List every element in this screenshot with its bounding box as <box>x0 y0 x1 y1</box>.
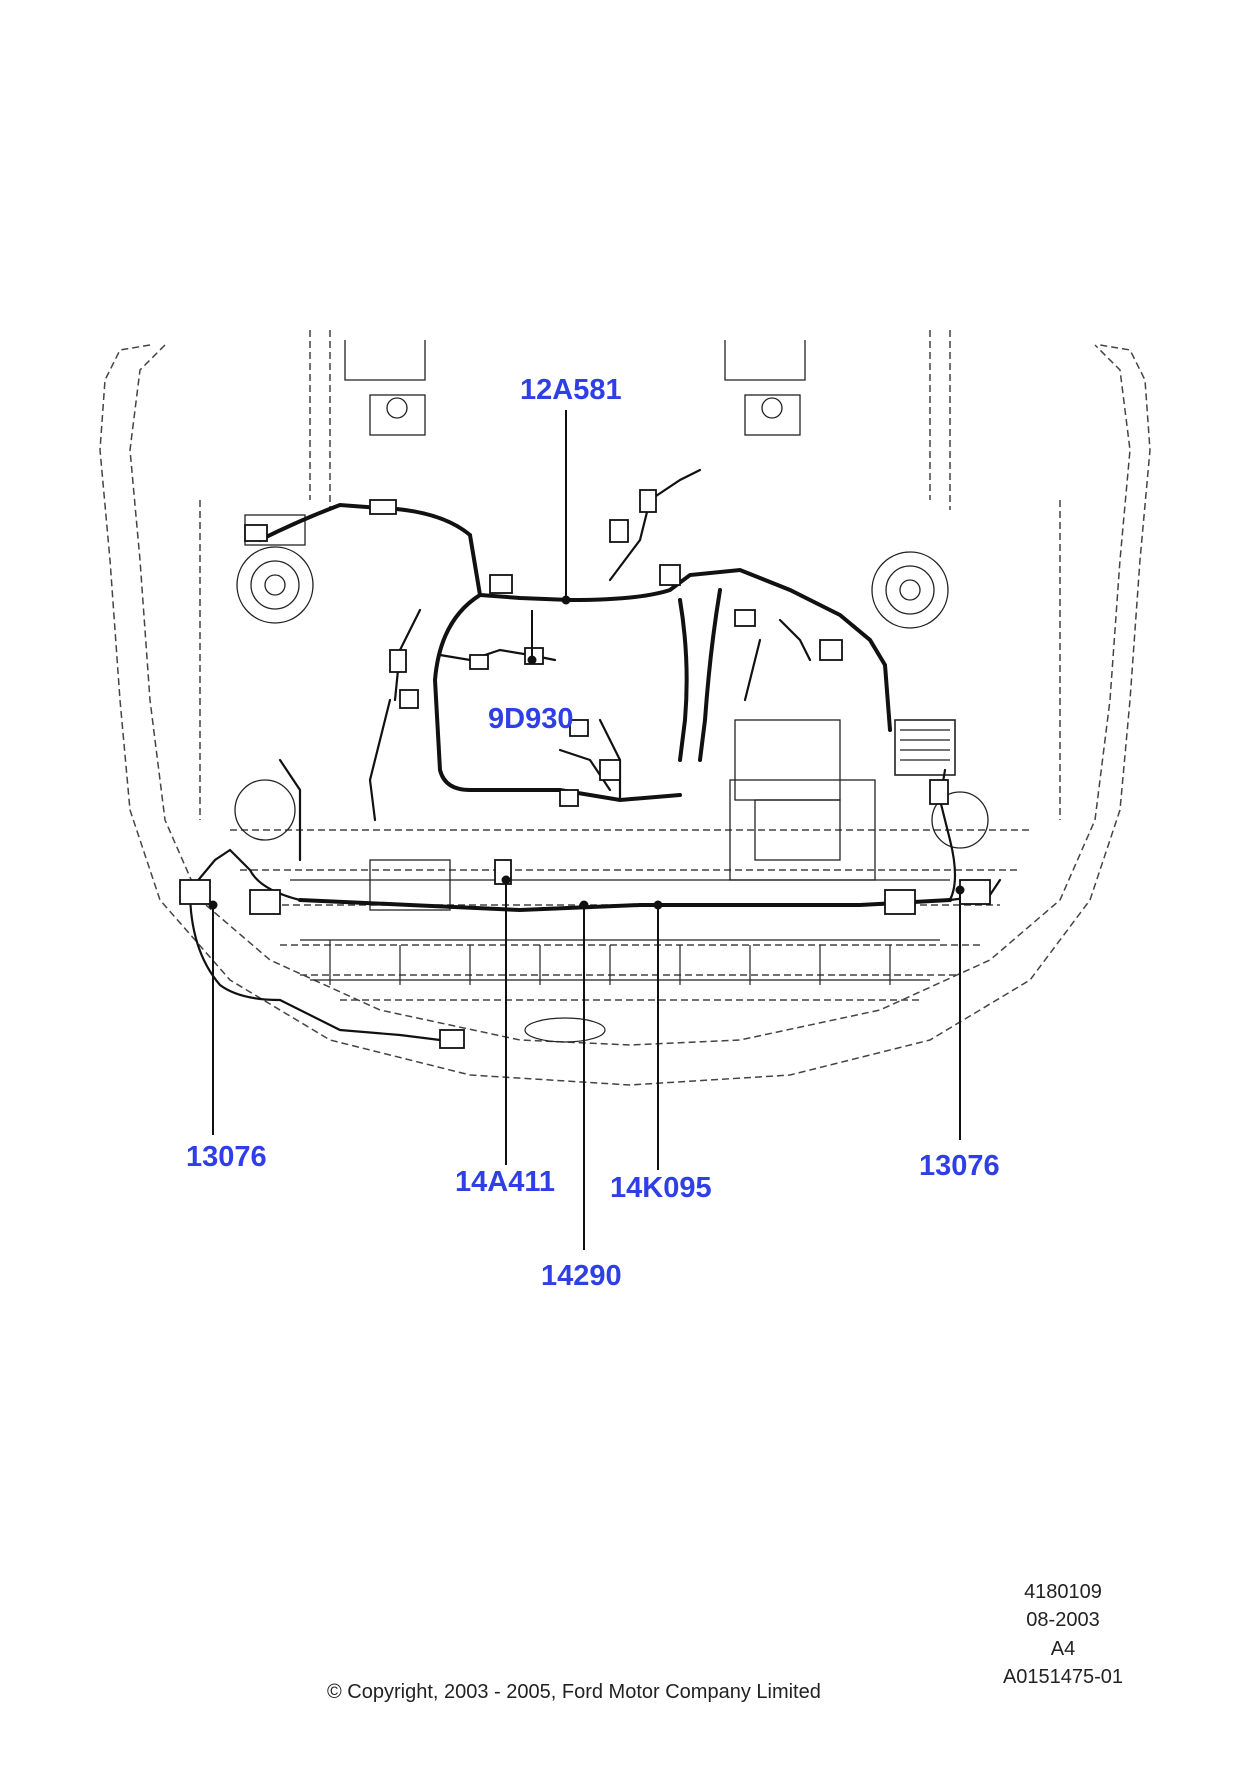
paper-size: A4 <box>1050 1638 1076 1660</box>
main-harness-12A581 <box>258 502 952 913</box>
callout-14290: 14290 <box>541 1260 622 1292</box>
upper-mounts <box>344 340 806 436</box>
strut-tower-right <box>871 551 989 849</box>
callout-12A581: 12A581 <box>520 374 622 406</box>
strut-tower-left <box>234 546 314 841</box>
callout-14A411: 14A411 <box>455 1166 555 1198</box>
callout-14K095: 14K095 <box>610 1172 712 1204</box>
vehicle-body-outline <box>99 330 1151 1086</box>
figure-date: 08-2003 <box>1026 1609 1100 1631</box>
callout-9D930: 9D930 <box>488 703 574 735</box>
radiator-support <box>290 879 950 1043</box>
engine-harness-9D930 <box>368 468 812 822</box>
copyright-notice: © Copyright, 2003 - 2005, Ford Motor Com… <box>327 1681 821 1703</box>
battery-and-modules <box>244 514 956 911</box>
connectors <box>179 489 991 1049</box>
figure-number: 4180109 <box>1024 1581 1102 1603</box>
callout-13076-left: 13076 <box>186 1141 267 1173</box>
drawing-id: A0151475-01 <box>1002 1666 1124 1688</box>
callout-13076-right: 13076 <box>919 1150 1000 1182</box>
leader-lines <box>208 410 965 1250</box>
